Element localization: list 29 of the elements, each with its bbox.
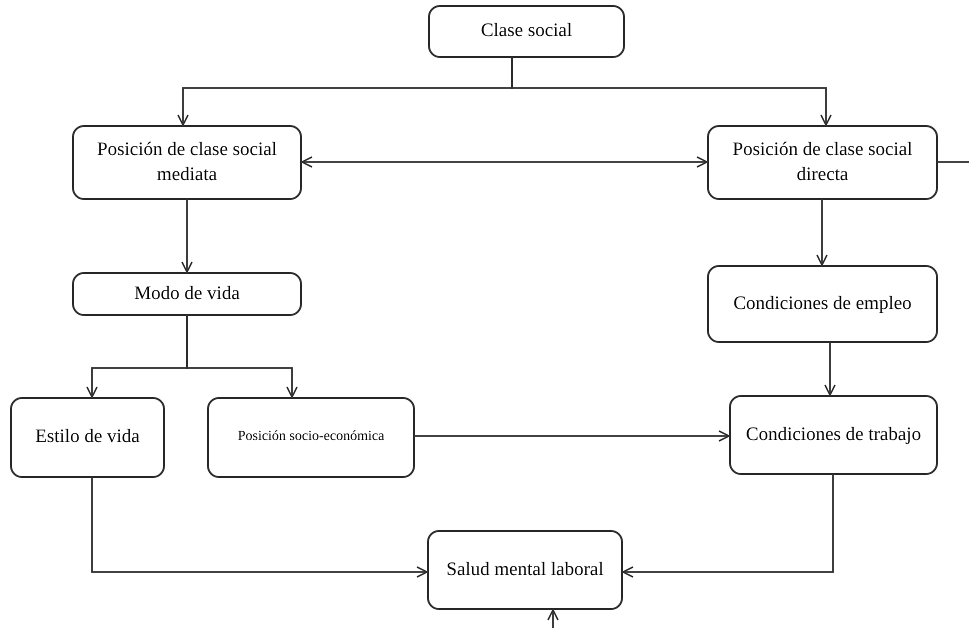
box-label: Estilo de vida [35, 425, 140, 450]
box-label: Clase social [480, 19, 572, 44]
arrow [415, 430, 730, 442]
arrow [622, 475, 834, 578]
box-label: Modo de vida [134, 282, 240, 306]
box-label: Posición de clase social directa [732, 138, 914, 186]
box-label: Posición de clase social mediata [96, 138, 278, 186]
process-box [707, 265, 938, 343]
arrow [186, 316, 298, 398]
process-box [10, 397, 165, 478]
box-label: Posición socio-económica [238, 428, 384, 446]
box-label: Salud mental laboral [446, 558, 604, 582]
process-box [729, 395, 938, 475]
box-label: Condiciones de trabajo [746, 422, 922, 447]
process-box [72, 272, 302, 316]
arrow [91, 478, 428, 578]
process-box [707, 125, 938, 200]
process-box [428, 5, 625, 58]
process-box [207, 397, 415, 478]
arrow [816, 200, 828, 266]
arrow [511, 58, 832, 126]
arrow [301, 156, 708, 168]
connector-line [938, 161, 969, 163]
arrow [547, 609, 559, 628]
arrow [181, 200, 193, 273]
box-label: Condiciones de empleo [733, 292, 912, 316]
process-box [427, 530, 623, 610]
process-box [72, 125, 302, 200]
arrow [824, 343, 836, 396]
